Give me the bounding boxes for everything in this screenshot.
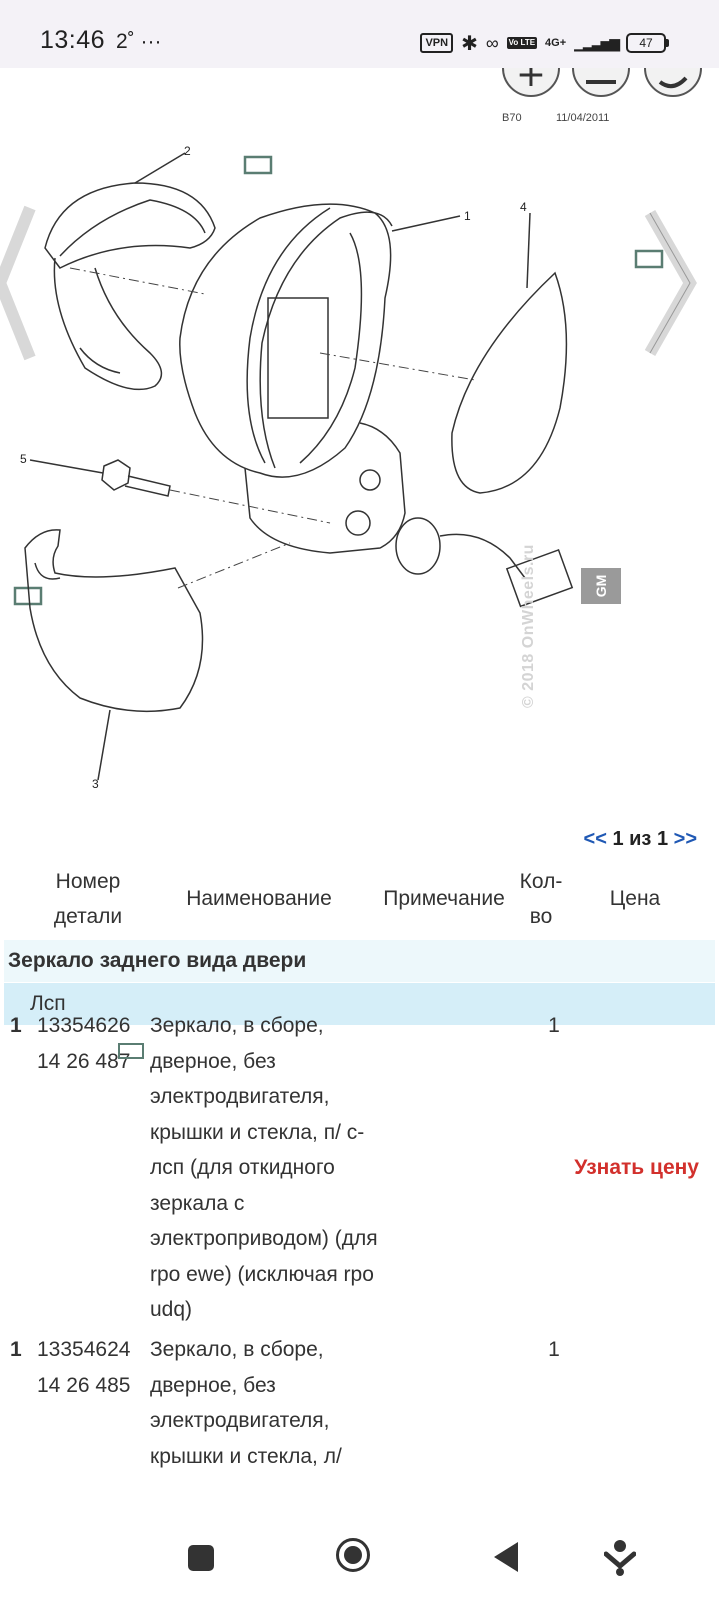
prev-diagram-arrow[interactable] bbox=[0, 205, 36, 361]
rotate-icon[interactable] bbox=[644, 68, 702, 97]
header-part-number: Номер детали bbox=[53, 870, 123, 928]
callout-1[interactable]: 1 bbox=[464, 209, 471, 223]
part-name: Зеркало, в сборе, дверное, без электродв… bbox=[150, 1014, 378, 1321]
signal-icon: ▁▂▃▅▆ bbox=[574, 34, 620, 51]
section-row: Зеркало заднего вида двери bbox=[4, 940, 715, 982]
diagram-date: 11/04/2011 bbox=[556, 112, 610, 124]
part-number[interactable]: 13354624 bbox=[37, 1338, 131, 1361]
header-note: Примечание bbox=[383, 887, 505, 910]
status-time: 13:46 bbox=[40, 26, 106, 54]
bluetooth-icon: ✱ bbox=[461, 32, 478, 55]
recent-apps-button[interactable] bbox=[188, 1545, 214, 1571]
current-page: 1 bbox=[612, 828, 624, 850]
gm-logo: GM bbox=[581, 568, 621, 604]
system-nav-bar bbox=[0, 1520, 719, 1600]
home-button[interactable] bbox=[336, 1538, 370, 1572]
zoom-in-icon[interactable]: + bbox=[502, 68, 560, 97]
network-type-icon: 4G+ bbox=[545, 36, 567, 49]
hotspot-box[interactable] bbox=[118, 1043, 144, 1059]
status-icons: VPN ✱ ∞ Vo LTE 4G+ ▁▂▃▅▆ 47 bbox=[420, 30, 669, 56]
subsection-row: Лсп bbox=[4, 983, 715, 1025]
hotspot-box[interactable] bbox=[634, 249, 664, 269]
link-icon: ∞ bbox=[485, 32, 499, 53]
table-header: Номер детали Наименование Примечание Кол… bbox=[0, 860, 719, 938]
alt-part-number: 14 26 487 bbox=[37, 1049, 131, 1073]
callout-2[interactable]: 2 bbox=[184, 144, 191, 158]
callout-5[interactable]: 5 bbox=[20, 452, 27, 466]
mirror-exploded-diagram: + bbox=[0, 68, 702, 791]
table-row[interactable]: 1 13354624 14 26 485 Зеркало, в сборе, д… bbox=[0, 1332, 719, 1520]
hotspot-box[interactable] bbox=[243, 155, 273, 175]
part-number-cell: 13354626 14 26 487 bbox=[37, 1008, 145, 1079]
alt-part-number: 14 26 485 bbox=[37, 1373, 131, 1397]
table-row[interactable]: 1 13354626 14 26 487 Зеркало, в сборе, д… bbox=[0, 1008, 719, 1330]
watermark: © 2018 OnWheels.ru bbox=[520, 544, 537, 708]
status-bar: 13:46 2˚ ··· VPN ✱ ∞ Vo LTE 4G+ ▁▂▃▅▆ 47 bbox=[0, 0, 719, 68]
next-diagram-arrow[interactable] bbox=[644, 210, 697, 356]
part-qty: 1 bbox=[548, 1338, 560, 1361]
zoom-out-icon[interactable] bbox=[572, 68, 630, 97]
part-name: Зеркало, в сборе, дверное, без электродв… bbox=[150, 1338, 342, 1468]
part-number-cell: 13354624 14 26 485 bbox=[37, 1332, 145, 1403]
row-index: 1 bbox=[10, 1338, 22, 1361]
header-price: Цена bbox=[609, 887, 661, 910]
next-page-link[interactable]: >> bbox=[673, 828, 697, 850]
pagination: << 1 из 1 >> bbox=[584, 828, 697, 851]
battery-level: 47 bbox=[626, 33, 666, 53]
back-button[interactable] bbox=[494, 1542, 518, 1572]
part-number[interactable]: 13354626 bbox=[37, 1014, 131, 1037]
total-pages: 1 bbox=[656, 828, 669, 850]
download-gesture-icon bbox=[603, 1540, 637, 1576]
header-qty: Кол- во bbox=[519, 870, 563, 928]
callout-4[interactable]: 4 bbox=[520, 200, 527, 214]
row-index: 1 bbox=[10, 1014, 22, 1037]
vpn-icon: VPN bbox=[420, 33, 454, 53]
header-name: Наименование bbox=[186, 887, 332, 910]
callout-3[interactable]: 3 bbox=[92, 777, 99, 791]
page-of-label: из bbox=[629, 828, 652, 850]
volte-icon: Vo LTE bbox=[506, 37, 538, 49]
get-price-link[interactable]: Узнать цену bbox=[574, 1156, 699, 1179]
parts-diagram[interactable]: + bbox=[0, 68, 719, 810]
status-extra: 2˚ ··· bbox=[116, 30, 162, 53]
prev-page-link[interactable]: << bbox=[583, 828, 607, 850]
part-qty: 1 bbox=[548, 1014, 560, 1037]
svg-text:+: + bbox=[516, 68, 546, 95]
battery-icon: 47 bbox=[626, 33, 669, 53]
assistant-button[interactable] bbox=[603, 1538, 637, 1578]
diagram-code: B70 bbox=[502, 112, 522, 124]
